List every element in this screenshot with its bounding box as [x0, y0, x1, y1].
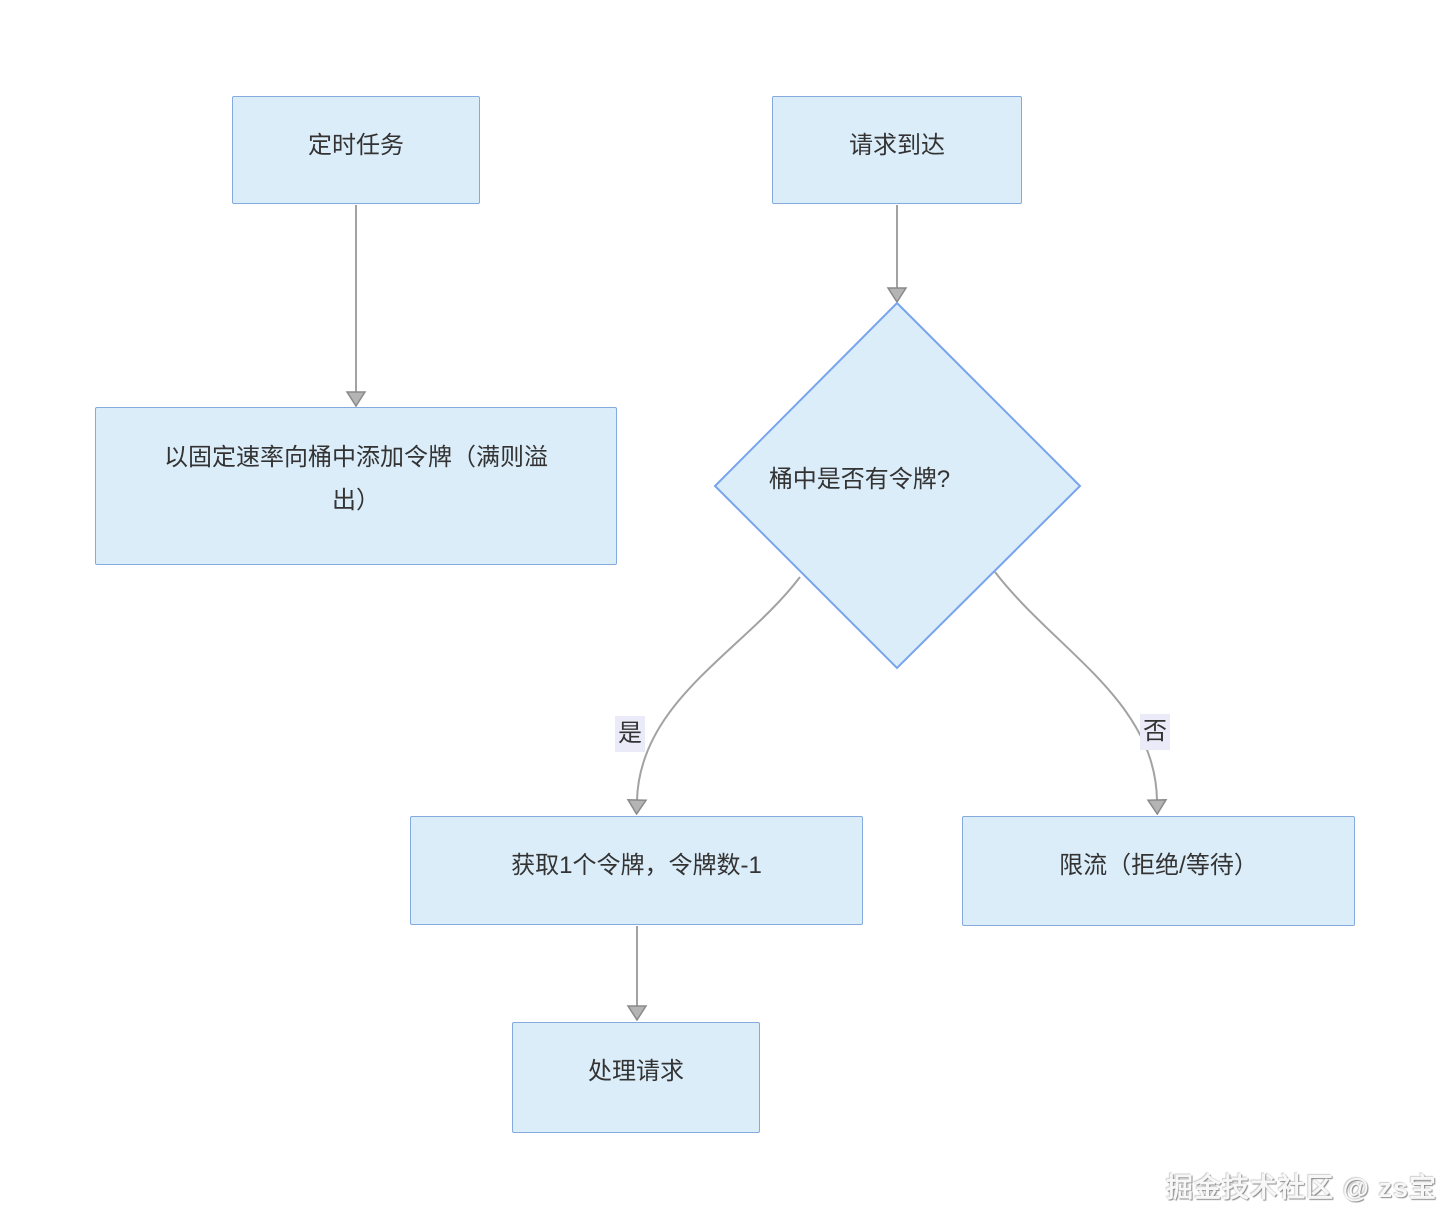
node-process-label: 处理请求 — [588, 1058, 684, 1085]
diamond-has-token-shape — [713, 301, 1082, 670]
node-limit-label: 限流（拒绝/等待） — [1059, 852, 1258, 879]
node-timer-label: 定时任务 — [308, 132, 404, 159]
edge-label-no: 否 — [1140, 714, 1170, 750]
node-add-tokens-label: 以固定速率向桶中添加令牌（满则溢出） — [164, 444, 548, 514]
node-has-token-label: 桶中是否有令牌? — [768, 466, 951, 493]
watermark: 掘金技术社区 @ zs宝 — [1166, 1173, 1437, 1203]
edge-has-token-to-limit — [994, 571, 1157, 800]
node-acquire-label: 获取1个令牌，令牌数-1 — [511, 852, 762, 879]
node-acquire: 获取1个令牌，令牌数-1 — [410, 816, 863, 925]
node-limit: 限流（拒绝/等待） — [962, 816, 1355, 926]
edge-has-token-to-acquire — [637, 576, 801, 800]
edge-label-yes: 是 — [615, 716, 645, 752]
node-request-label: 请求到达 — [849, 132, 945, 159]
node-timer: 定时任务 — [232, 96, 480, 204]
node-add-tokens: 以固定速率向桶中添加令牌（满则溢出） — [95, 407, 617, 565]
node-process: 处理请求 — [512, 1022, 760, 1133]
node-request: 请求到达 — [772, 96, 1022, 204]
